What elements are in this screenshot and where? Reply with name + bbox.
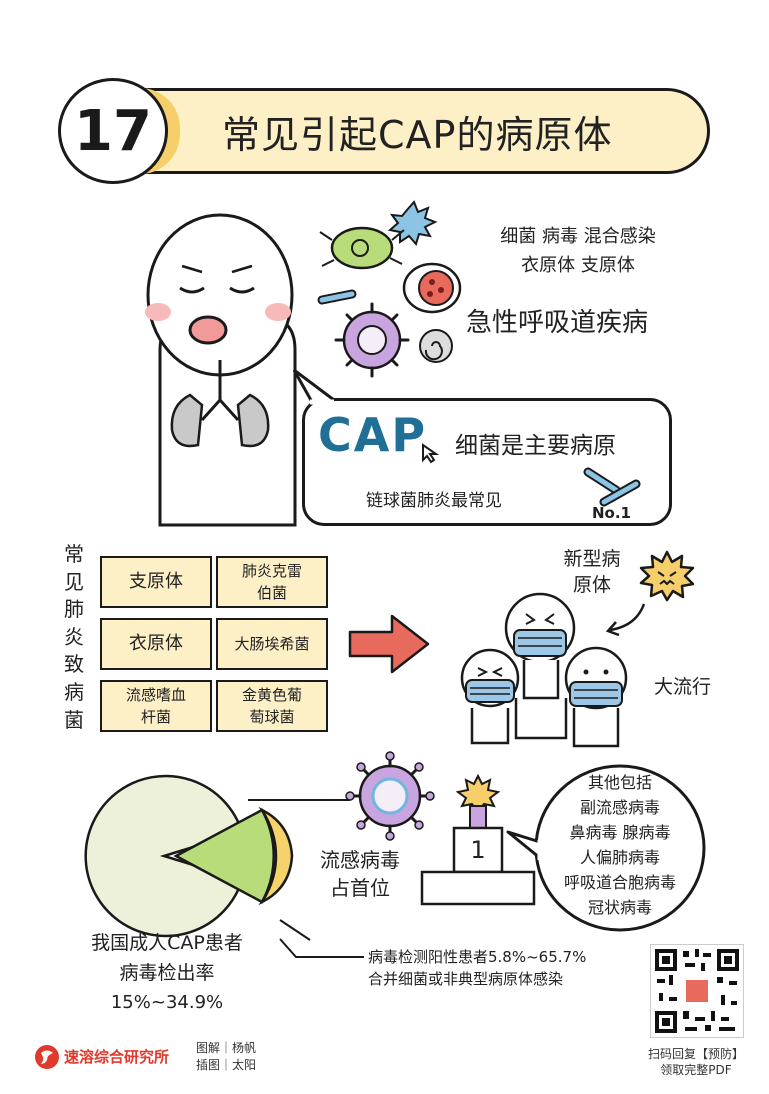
others-line: 其他包括 [587,773,652,792]
streptococcus-most-common: 链球菌肺炎最常见 [366,491,502,511]
others-line: 鼻病毒 腺病毒 [569,823,671,842]
credit-diagram: 图解｜杨帆 [196,1041,257,1055]
influenza-label-line2: 占首位 [330,876,390,900]
pie-leader-line-bottom [279,938,364,958]
others-line: 冠状病毒 [587,898,652,917]
pathogen-cell-klebsiella: 肺炎克雷 伯菌 [216,556,328,608]
cap-label: CAP [318,408,428,462]
adult-cap-label-line2: 病毒检出率 [119,962,215,984]
vertical-char: 致 [64,652,84,677]
qr-instruction-line2: 领取完整PDF [660,1063,732,1077]
pathogen-cluster [317,200,438,378]
rank-no1-badge: No.1 [592,504,631,522]
influenza-virus-icon [345,751,435,841]
qr-code [650,944,744,1038]
vertical-char: 见 [64,569,84,594]
section-number: 17 [58,78,168,184]
vertical-char: 炎 [64,624,84,649]
pathogen-cell-mycoplasma: 支原体 [100,556,212,608]
vertical-char: 肺 [64,597,84,622]
right-arrow-icon [348,614,430,674]
others-speech-circle [506,764,706,932]
pathogen-cell-ecoli: 大肠埃希菌 [216,618,328,670]
others-line: 呼吸道合胞病毒 [563,873,676,892]
speech-bubble-tail [292,368,335,405]
page-title: 常见引起CAP的病原体 [222,113,613,157]
new-pathogen-label-line1: 新型病 [563,548,621,570]
pathogen-cluster-2 [402,262,462,363]
masked-people-illustration [460,592,628,748]
pathogen-types-line2: 衣原体 支原体 [521,255,635,276]
qr-instruction-line1: 扫码回复【预防】 [647,1047,744,1061]
vertical-char: 病 [64,679,84,704]
virus-detection-rate: 15%~34.9% [110,992,224,1013]
credit-illustration: 插图｜太阳 [196,1058,257,1072]
pathogen-cell-staphylococcus: 金黄色葡 萄球菌 [216,680,328,732]
pathogen-cell-haemophilus: 流感嗜血 杆菌 [100,680,212,732]
pandemic-label: 大流行 [654,676,712,698]
cap-speech-bubble [302,398,672,526]
qr-code-pattern-icon [655,949,739,1033]
pathogen-cell-chlamydia: 衣原体 [100,618,212,670]
acute-respiratory-disease: 急性呼吸道疾病 [466,308,649,338]
cursor-arrow-icon [422,443,440,464]
podium-illustration [420,773,536,906]
others-line: 人偏肺病毒 [579,848,660,867]
patient-illustration [145,213,297,527]
common-pathogens-vertical-label: 常 见 肺 炎 致 病 菌 [62,541,86,734]
org-name: 速溶综合研究所 [64,1048,170,1066]
vertical-char: 菌 [64,707,84,732]
new-pathogen-label-line2: 原体 [572,574,611,596]
adult-cap-label-line1: 我国成人CAP患者 [91,932,243,954]
bacteria-main-pathogen: 细菌是主要病原 [455,433,616,459]
pie-leader-lines [248,799,350,941]
positive-coinfection-line2: 合并细菌或非典型病原体感染 [368,970,564,988]
vertical-char: 常 [64,542,84,566]
org-logo-icon [35,1045,59,1069]
pointer-arrow-icon [605,603,646,637]
others-line: 副流感病毒 [579,798,660,817]
pathogen-types-line1: 细菌 病毒 混合感染 [500,226,656,247]
influenza-label-line1: 流感病毒 [320,848,400,872]
virus-detection-pie [84,774,294,938]
positive-coinfection-line1: 病毒检测阳性患者5.8%~65.7% [368,948,587,966]
podium-rank-1: 1 [470,836,486,864]
new-pathogen-germ-icon [639,550,695,602]
streptococcus-chain-icon [583,467,641,507]
